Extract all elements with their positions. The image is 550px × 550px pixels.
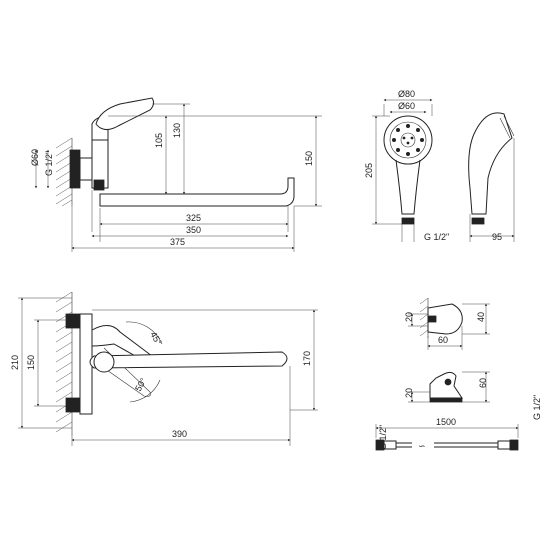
dim-350: 350 bbox=[186, 225, 201, 235]
shower-head-views: Ø80 Ø60 205 G 1/2" 95 bbox=[364, 89, 515, 242]
body-nut bbox=[93, 179, 105, 191]
spout-collar bbox=[93, 351, 115, 373]
dim-thread-shower: G 1/2" bbox=[424, 232, 449, 242]
dim-205: 205 bbox=[364, 163, 374, 178]
dim-1500: 1500 bbox=[436, 417, 456, 427]
dim-105: 105 bbox=[154, 133, 164, 148]
hose: ∽ 1500 G 1/2" G 1/2" bbox=[375, 395, 542, 451]
holder-mount bbox=[427, 315, 437, 323]
dim-thread: G 1/2" bbox=[44, 151, 54, 176]
dim-375: 375 bbox=[170, 237, 185, 247]
bracket-body bbox=[429, 371, 463, 399]
wall-connector bbox=[69, 149, 81, 189]
wall-hatch bbox=[55, 137, 73, 207]
dim-325: 325 bbox=[186, 213, 201, 223]
front-view: 45° 50° 210 150 170 390 bbox=[10, 291, 318, 446]
connector-bottom bbox=[65, 397, 81, 413]
lever bbox=[95, 97, 155, 130]
bracket-hole bbox=[444, 378, 452, 386]
holder-body bbox=[427, 303, 463, 335]
shower-face-outer bbox=[383, 115, 433, 165]
shower-thread-front bbox=[401, 217, 415, 225]
dim-60-bracket: 60 bbox=[478, 378, 488, 388]
connector-top bbox=[65, 313, 81, 329]
dim-d80: Ø80 bbox=[398, 89, 415, 99]
shower-handle-front bbox=[395, 159, 421, 215]
dim-130: 130 bbox=[172, 123, 182, 138]
nozzles bbox=[391, 124, 424, 156]
hose-end-right bbox=[509, 439, 519, 451]
hose-sleeve-left bbox=[383, 440, 397, 450]
dim-60-holder: 60 bbox=[438, 335, 448, 345]
dim-150: 150 bbox=[304, 151, 314, 166]
dim-95: 95 bbox=[492, 232, 502, 242]
hose-sleeve-right bbox=[497, 440, 511, 450]
dim-170: 170 bbox=[302, 351, 312, 366]
arc-50 bbox=[129, 379, 161, 403]
dim-390: 390 bbox=[172, 429, 187, 439]
arc-45 bbox=[125, 321, 163, 345]
bracket: 20 60 bbox=[404, 371, 490, 403]
shower-face-center bbox=[400, 132, 416, 148]
spout bbox=[99, 177, 295, 207]
eccentric bbox=[79, 157, 93, 181]
shower-thread-side bbox=[471, 217, 485, 225]
dim-d60: Ø60 bbox=[398, 101, 415, 111]
angle-45: 45° bbox=[148, 330, 164, 347]
shower-side-profile bbox=[468, 112, 513, 215]
dim-150-front: 150 bbox=[26, 355, 36, 370]
dim-210: 210 bbox=[10, 355, 20, 370]
dim-40-holder: 40 bbox=[476, 312, 486, 322]
bracket-base bbox=[429, 397, 463, 403]
lever-alt-position bbox=[103, 347, 151, 397]
spout-front bbox=[89, 351, 288, 369]
dim-20-bracket: 20 bbox=[404, 388, 414, 398]
hose-break: ∽ bbox=[418, 441, 426, 451]
side-view: Ø60 G 1/2" 105 130 150 325 350 375 bbox=[30, 97, 322, 252]
hose-thread-right: G 1/2" bbox=[532, 395, 542, 420]
wall-holder: 20 40 60 bbox=[404, 297, 490, 350]
dim-d60: Ø60 bbox=[30, 149, 40, 166]
hose-thread-left: G 1/2" bbox=[378, 425, 388, 450]
shower-face-inner bbox=[389, 121, 427, 159]
dim-20-holder: 20 bbox=[404, 312, 414, 322]
